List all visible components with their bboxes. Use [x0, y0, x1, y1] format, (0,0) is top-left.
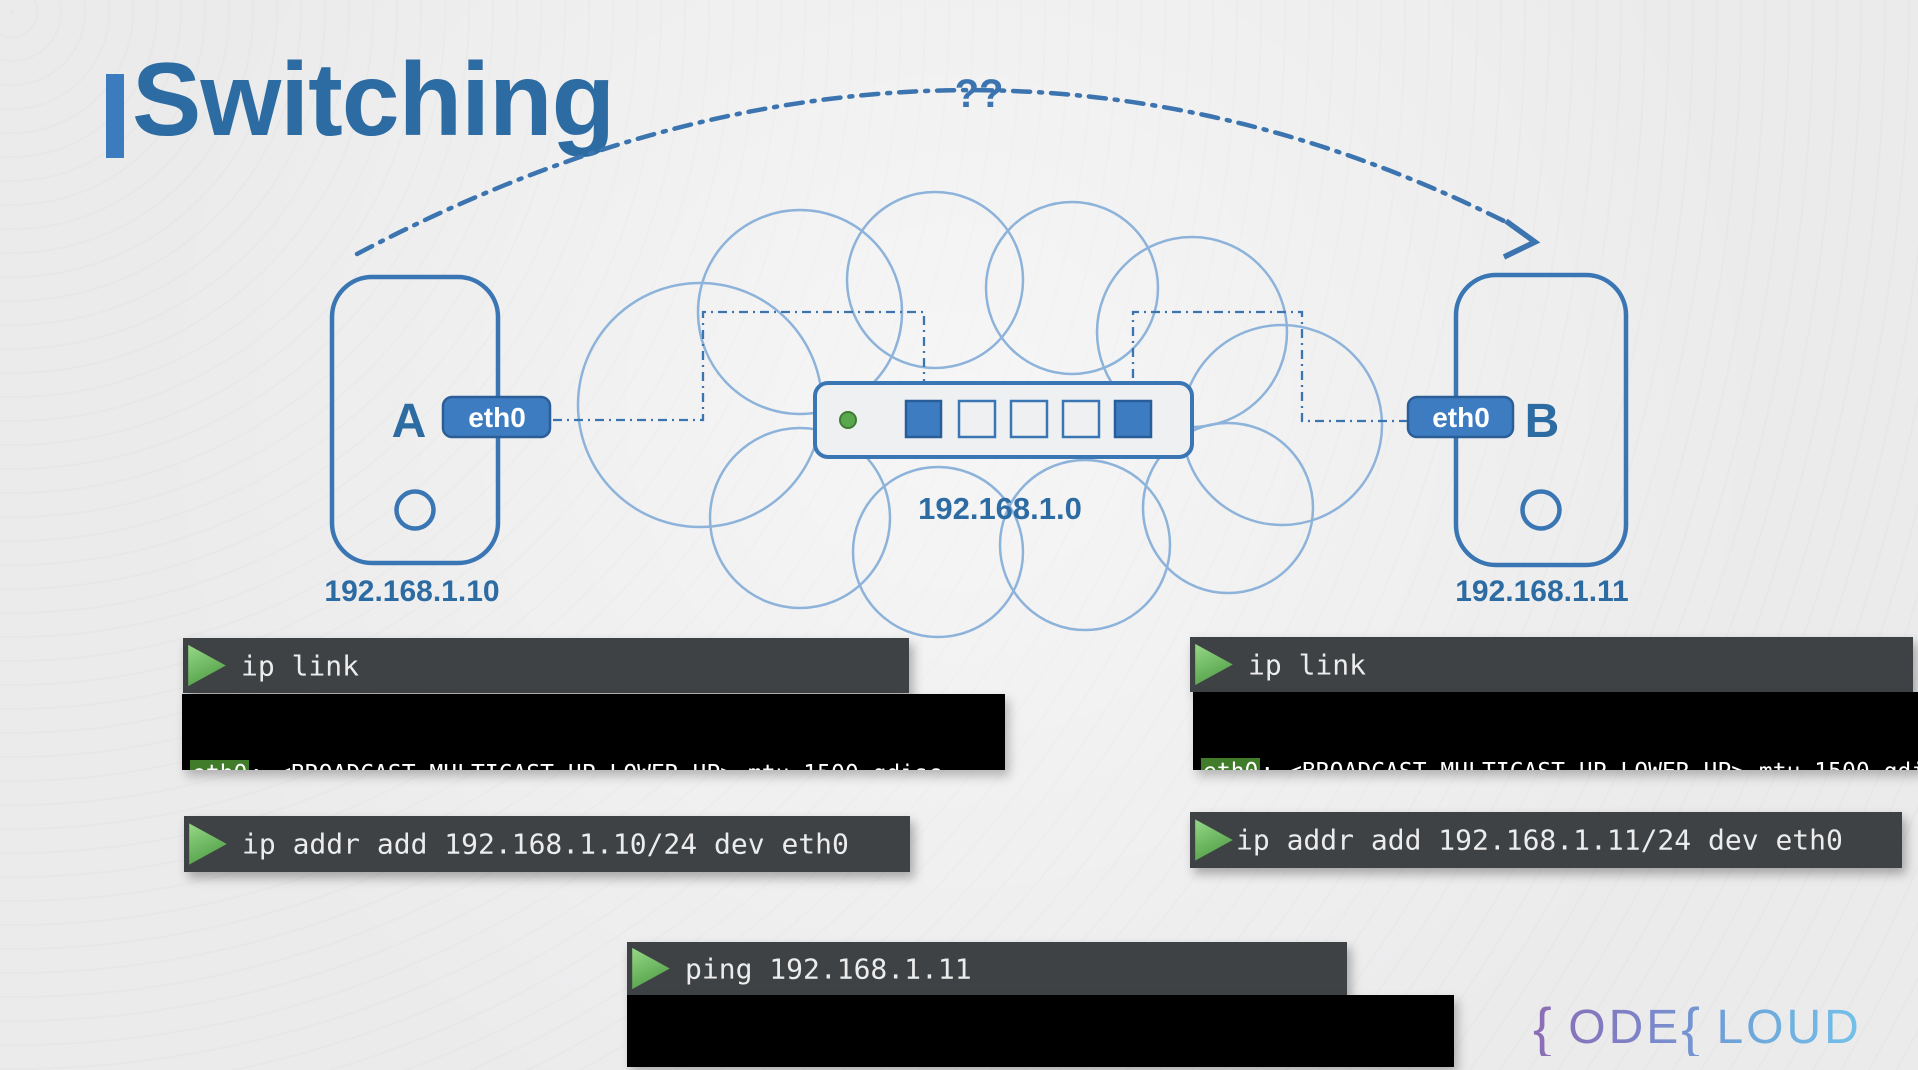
command-text: ip addr add 192.168.1.11/24 dev eth0	[1236, 823, 1843, 857]
switch-port-3	[1009, 399, 1049, 439]
switch-port-5	[1113, 399, 1153, 439]
terminal-ip-addr-b: ip addr add 192.168.1.11/24 dev eth0	[1190, 812, 1902, 868]
device-a-label: A	[392, 395, 427, 448]
command-text: ping 192.168.1.11	[685, 952, 972, 985]
output-line: eth0: <BROADCAST,MULTICAST,UP,LOWER_UP> …	[1201, 758, 1918, 770]
kodekloud-logo: {<ODE{<LOUD	[1533, 998, 1862, 1056]
switch	[813, 381, 1194, 459]
device-b-eth0-badge	[1406, 395, 1515, 439]
command-text: ip addr add 192.168.1.10/24 dev eth0	[242, 827, 849, 861]
device-a-eth0-badge	[441, 395, 552, 439]
page-title: Switching	[132, 42, 615, 158]
terminal-ip-link-b-output: eth0: <BROADCAST,MULTICAST,UP,LOWER_UP> …	[1193, 692, 1918, 770]
question-label: ??	[955, 72, 1004, 116]
command-text: ip link	[1248, 648, 1367, 681]
terminal-ip-link-a-output: eth0: <BROADCAST,MULTICAST,UP,LOWER_UP> …	[182, 694, 1005, 770]
device-a-ip-label: 192.168.1.10	[324, 575, 499, 608]
logo-k-chevron: <	[1690, 996, 1716, 1057]
device-b-label: B	[1525, 395, 1560, 448]
switch-port-2	[957, 399, 997, 439]
logo-word: LOUD	[1716, 1000, 1862, 1054]
play-icon	[189, 823, 227, 865]
output-line: eth0: <BROADCAST,MULTICAST,UP,LOWER_UP> …	[190, 760, 1005, 770]
switch-port-4	[1061, 399, 1101, 439]
terminal-ip-addr-a: ip addr add 192.168.1.10/24 dev eth0	[184, 816, 910, 872]
logo-k-chevron: <	[1542, 996, 1568, 1057]
network-ip-label: 192.168.1.0	[918, 491, 1082, 526]
eth0-highlight: eth0	[190, 760, 250, 770]
terminal-ping-output: Reply from 192.168.1.11: bytes=32 time=4…	[627, 995, 1454, 1067]
terminal-ip-link-a-header: ip link	[183, 638, 909, 693]
arrowhead-icon	[1502, 218, 1541, 260]
device-a: A eth0 192.168.1.10	[324, 274, 552, 608]
play-icon	[1195, 819, 1233, 861]
play-icon	[1195, 643, 1233, 686]
title-accent-bar	[106, 74, 124, 158]
switch-led-icon	[839, 411, 857, 429]
device-b-home-button	[1520, 489, 1562, 531]
terminal-ping-header: ping 192.168.1.11	[627, 942, 1347, 995]
command-text: ip link	[241, 649, 360, 682]
terminal-ip-link-b-header: ip link	[1190, 637, 1913, 692]
eth0-highlight: eth0	[1201, 758, 1261, 770]
link-b-connector	[1131, 310, 1408, 423]
device-a-eth0-label: eth0	[468, 402, 526, 433]
device-b-eth0-label: eth0	[1432, 402, 1490, 433]
network-cloud	[576, 190, 1384, 639]
link-a-connector	[553, 310, 926, 422]
device-b-ip-label: 192.168.1.11	[1455, 575, 1629, 608]
output-line: Reply from 192.168.1.11: bytes=32 time=4…	[635, 1066, 1454, 1067]
logo-word: ODE	[1568, 1000, 1682, 1054]
play-icon	[188, 644, 226, 687]
switch-port-1	[904, 399, 943, 439]
device-b: B eth0 192.168.1.11	[1406, 272, 1629, 608]
device-a-home-button	[394, 489, 436, 531]
play-icon	[632, 947, 670, 990]
